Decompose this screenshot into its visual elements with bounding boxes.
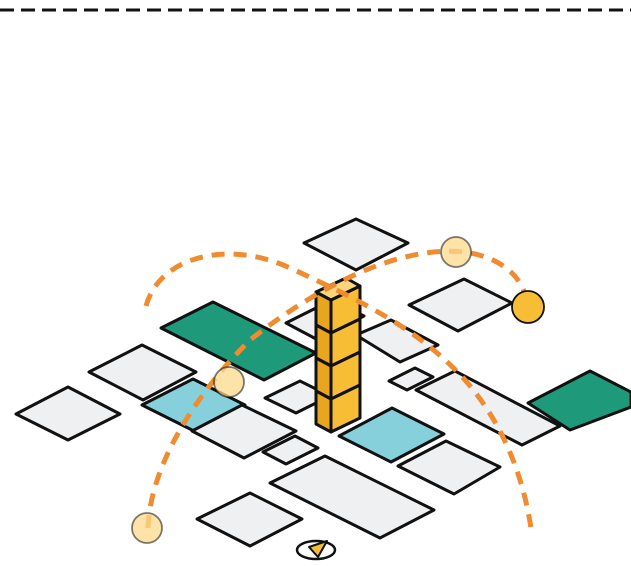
tile-gray: [387, 366, 435, 392]
tile-gray: [407, 277, 514, 333]
stacked-block-tower-icon: [314, 276, 362, 434]
tile-gray: [268, 454, 436, 540]
circle-node-icon: [440, 236, 472, 268]
circle-node-icon: [131, 512, 163, 544]
path-arcs: [143, 248, 534, 529]
circle-node-icon: [511, 290, 545, 324]
left-arc-path: [143, 251, 534, 529]
location-cone-icon: [295, 539, 337, 561]
tile-grid: [14, 217, 631, 548]
tile-gray: [190, 403, 298, 460]
tile-green: [526, 369, 631, 432]
tile-gray: [354, 318, 440, 364]
tile-gray: [396, 439, 502, 496]
circle-node-icon: [213, 366, 245, 398]
tile-gray: [195, 491, 304, 548]
tile-gray: [14, 385, 122, 442]
tower-block-right-face: [329, 383, 362, 434]
tile-gray: [414, 369, 562, 447]
right-arc-path: [145, 248, 530, 529]
tile-blue: [337, 406, 446, 464]
tower-block-left-face: [314, 389, 333, 434]
viewpoint-cone: [308, 540, 328, 558]
path-nodes: [131, 236, 545, 544]
tile-gray: [261, 434, 320, 466]
tile-gray: [302, 217, 410, 272]
tile-gray: [87, 343, 198, 402]
